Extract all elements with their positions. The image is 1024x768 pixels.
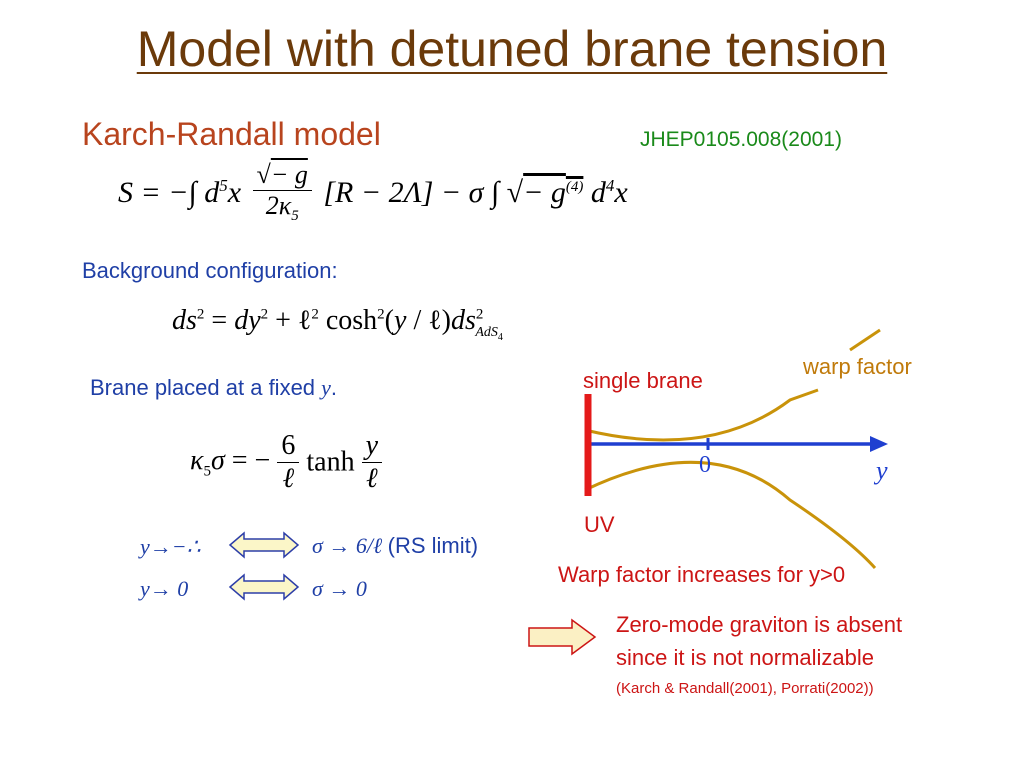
limit1-left: y→−∴ <box>140 534 201 559</box>
warp-curve-upper <box>584 328 881 442</box>
brane-label: Brane placed at a fixed y. <box>90 375 338 400</box>
right-arrow-icon <box>528 618 597 656</box>
warp-diagram <box>584 328 888 569</box>
single-brane-label: single brane <box>583 368 703 393</box>
reference: JHEP0105.008(2001) <box>640 128 842 151</box>
note-citation: (Karch & Randall(2001), Porrati(2002)) <box>616 680 874 697</box>
double-arrow-icon <box>228 573 300 601</box>
uv-label: UV <box>584 512 615 537</box>
action-equation: S = −∫ d5x √− g 2κ5 [R − 2Λ] − σ ∫ √− g(… <box>118 160 628 225</box>
axis-arrowhead-icon <box>870 436 888 452</box>
note-line2: since it is not normalizable <box>616 645 875 670</box>
double-arrow-icon <box>228 531 300 559</box>
warp-factor-label: warp factor <box>803 354 912 379</box>
limit1-right: σ → 6/ℓ (RS limit) <box>312 533 479 558</box>
subtitle: Karch-Randall model <box>82 116 381 152</box>
limit2-right: σ → 0 <box>312 576 367 601</box>
origin-label: 0 <box>699 452 711 478</box>
slide-title: Model with detuned brane tension <box>136 21 888 77</box>
note-line1: Zero-mode graviton is absent <box>616 612 903 637</box>
axis-var-label: y <box>876 456 888 485</box>
warp-caption: Warp factor increases for y>0 <box>558 562 846 587</box>
background-label: Background configuration: <box>82 258 338 283</box>
limit2-left: y→ 0 <box>140 576 189 601</box>
warp-curve-lower <box>584 460 877 569</box>
metric-equation: ds2 = dy2 + ℓ2 cosh2(y / ℓ)ds2AdS4 <box>172 305 503 343</box>
